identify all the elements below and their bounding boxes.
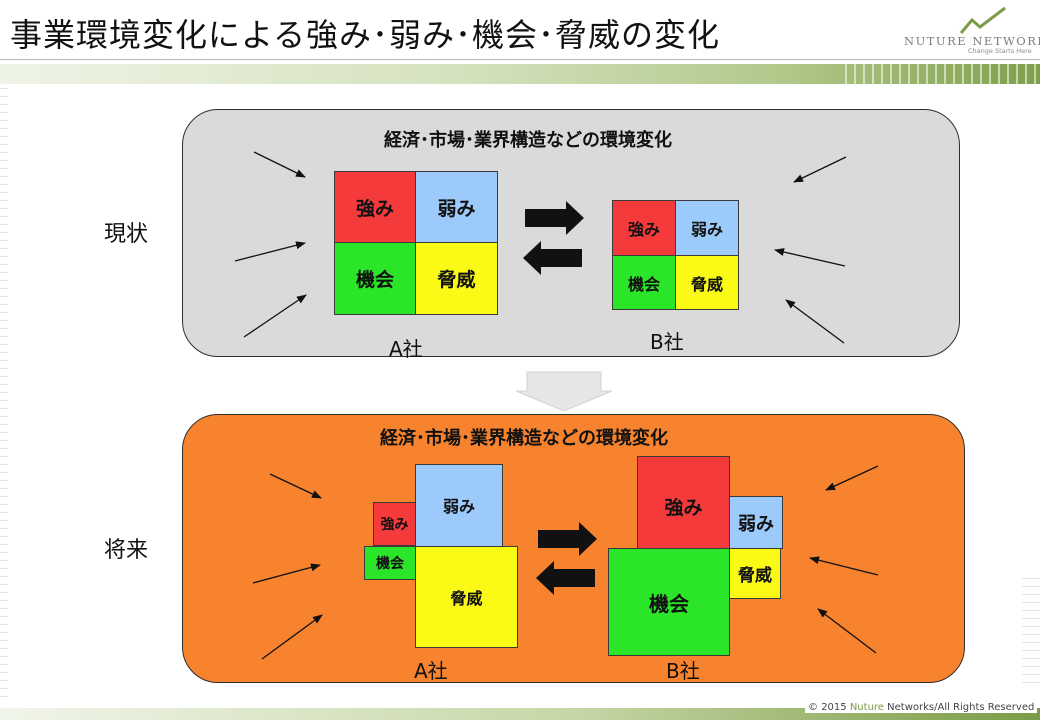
present-panel-heading: 経済･市場･業界構造などの環境変化 [384, 130, 672, 151]
left-ruler-decoration [0, 88, 8, 703]
present-a-threat: 脅威 [415, 242, 498, 315]
present-a-strength: 強み [334, 171, 416, 243]
copyright-brand: Nuture [849, 702, 884, 713]
copyright-symbol: © [808, 702, 818, 713]
future-company-a-label: A社 [414, 659, 448, 683]
present-b-strength: 強み [612, 200, 676, 256]
copyright-notice: © 2015 Nuture Networks/All Rights Reserv… [805, 702, 1038, 713]
future-side-label: 将来 [104, 538, 149, 563]
present-side-label: 現状 [104, 222, 149, 247]
present-b-threat: 脅威 [675, 255, 739, 310]
company-logo-tagline: Change Starts Here [968, 47, 1032, 55]
present-a-weakness: 弱み [415, 171, 498, 243]
future-b-threat: 脅威 [729, 548, 781, 599]
present-company-a-label: A社 [389, 337, 423, 361]
future-company-b-label: B社 [666, 659, 700, 683]
transition-down-arrow-icon [515, 371, 613, 412]
header-band-stripes [845, 64, 1040, 84]
copyright-text: Networks/All Rights Reserved [887, 702, 1035, 713]
future-a-strength: 強み [373, 502, 416, 546]
company-logo-text: NUTURE NETWORKS [904, 34, 1040, 48]
copyright-year: 2015 [821, 702, 847, 713]
future-a-threat: 脅威 [415, 546, 518, 648]
future-b-opportunity: 機会 [608, 548, 730, 656]
slide-title: 事業環境変化による強み･弱み･機会･脅威の変化 [10, 16, 721, 54]
title-divider [0, 59, 1040, 60]
footer-green-band [0, 708, 1040, 720]
present-b-weakness: 弱み [675, 200, 739, 256]
future-environment-panel [182, 414, 965, 683]
present-a-opportunity: 機会 [334, 242, 416, 315]
future-panel-heading: 経済･市場･業界構造などの環境変化 [380, 428, 668, 449]
future-b-weakness: 弱み [729, 496, 783, 549]
future-b-strength: 強み [637, 456, 730, 549]
right-ruler-decoration [1022, 578, 1040, 688]
future-a-opportunity: 機会 [364, 546, 416, 580]
header-green-band [0, 64, 1040, 84]
present-b-opportunity: 機会 [612, 255, 676, 310]
present-company-b-label: B社 [650, 330, 684, 354]
future-a-weakness: 弱み [415, 464, 503, 547]
